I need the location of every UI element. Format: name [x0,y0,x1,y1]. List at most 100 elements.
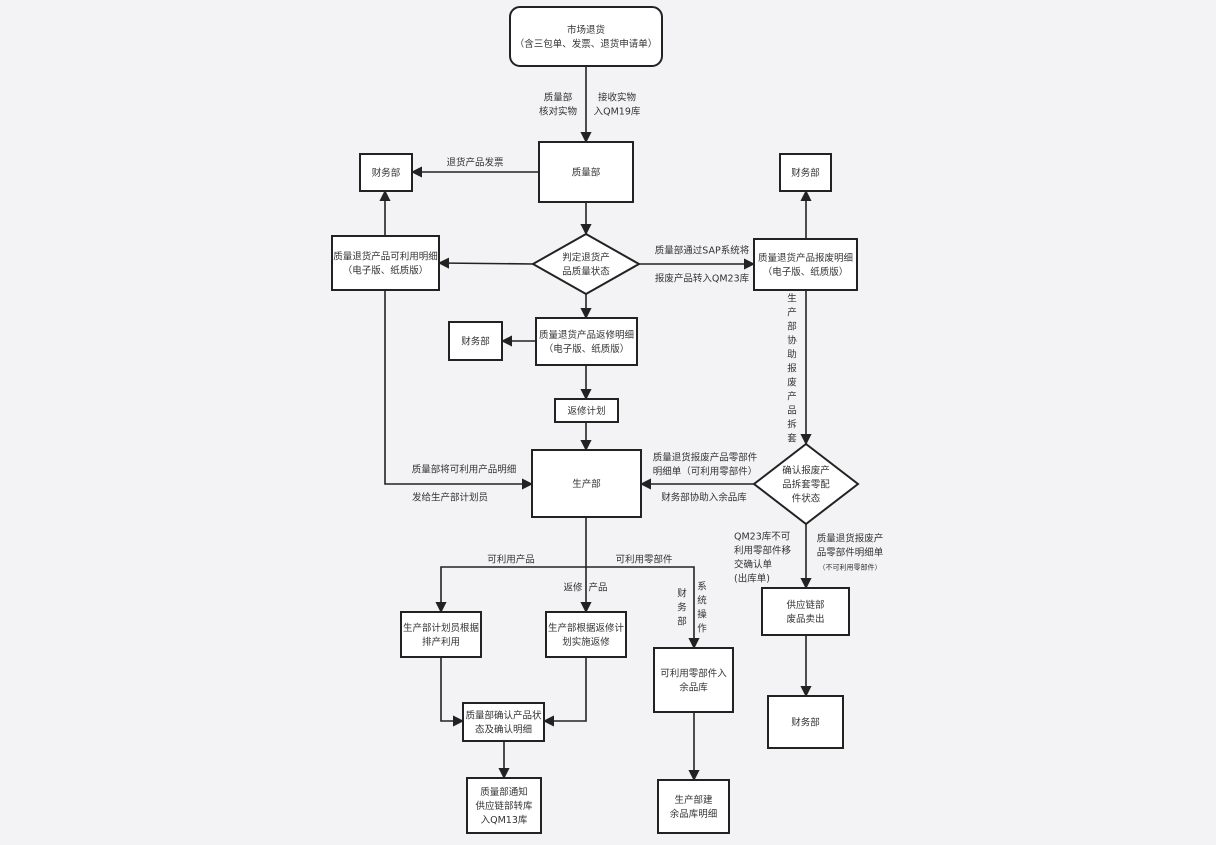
edge-label-text: 可利用零部件 [615,554,673,566]
node-repair-detail[interactable]: 质量退货产品返修明细（电子版、纸质版） [535,317,638,366]
edge-label-text: 拆 [787,419,797,431]
connector-arrow [586,566,700,650]
edge-label-text: 系 [697,582,707,593]
node-text: （电子版、纸质版） [343,265,429,277]
edge-label-text: 废 [787,377,797,389]
edge-label-text: 入QM19库 [594,106,641,118]
process-shape [359,153,413,192]
edge-label-send-planner-2: 发给生产部计划员 [412,492,488,504]
process-shape [400,611,482,658]
node-usable-detail[interactable]: 质量退货产品可利用明细 （电子版、纸质版） [331,235,440,291]
node-text: 余品库明细 [670,808,718,820]
edge-label-text: 质量部通过SAP系统将 [655,245,750,257]
edge-label-usable-product: 可利用产品 [487,554,535,566]
node-text: 余品库 [679,682,708,694]
edge-label-parts-list-2: 财务部协助入余品库 [661,492,747,504]
node-text: 可利用零部件入 [660,668,727,680]
node-finance-tr[interactable]: 财务部 [779,153,832,192]
edge-label-text: 发给生产部计划员 [412,492,488,504]
edge-label-text: 报废产品转入QM23库 [655,273,750,285]
edge-label-text: 利用零部件移 [734,545,792,557]
edge-label-sap-2: 报废产品转入QM23库 [655,273,750,285]
node-text: 财务部 [461,336,490,348]
process-shape [779,153,832,192]
node-text: 品拆套零配 [782,479,830,491]
process-shape [509,6,663,67]
node-text: 判定退货产 [562,252,610,264]
node-text: 入QM13库 [481,814,528,826]
node-text: 排产利用 [422,636,460,648]
process-shape [753,238,858,291]
node-text: 质量退货产品返修明细 [539,329,634,341]
edge-label-text: 质量部将可利用产品明细 [412,464,517,476]
node-text: 财务部 [372,167,401,179]
node-text: 划实施返修 [562,636,610,648]
edge-label-text: QM23库不可 [734,531,790,543]
node-quality[interactable]: 质量部 [538,141,634,203]
edge-label-text: 明细单（可利用零部件） [653,466,758,478]
node-text: 生产部计划员根据 [403,622,480,634]
edge-label-text: 报 [787,363,797,375]
node-scrap-detail[interactable]: 质量退货产品报废明细（电子版、纸质版） [753,238,858,291]
node-text: 返修计划 [567,405,605,417]
process-shape [657,779,730,834]
node-finance-mid[interactable]: 财务部 [448,321,503,361]
node-production[interactable]: 生产部 [531,449,642,518]
node-text: 质量退货产品可利用明细 [333,251,438,263]
process-shape [531,449,642,518]
edge-label-sap-1: 质量部通过SAP系统将 [655,245,750,257]
edge-label-product: 产品 [588,582,607,594]
node-text: （含三包单、发票、退货申请单） [515,38,658,50]
decision-shape [752,442,860,526]
edge-label-text: 产 [787,391,797,403]
edge-label-text: 作 [697,623,707,635]
edge-label-text: 协 [787,335,797,347]
node-repair-plan[interactable]: 返修计划 [554,398,619,423]
connector-arrow [437,257,534,269]
node-text: 件状态 [792,493,821,505]
edge-label-text: 助 [787,349,797,361]
process-shape [653,647,734,713]
edge-label-usable-parts: 可利用零部件 [615,554,673,566]
node-text: 供应链部转库 [475,800,533,812]
node-text: 质量部通知 [480,786,528,798]
edge-label-text: 可利用产品 [487,554,535,566]
edge-label-text: 财 [677,588,687,600]
edge-label-text: 套 [787,433,797,445]
process-shape [331,235,440,291]
edge-label-text: 质量部 [544,92,573,104]
connector-arrow [435,566,586,614]
edge-label-finance-vert: 财务部 [677,588,687,628]
node-text: 废品卖出 [786,613,824,625]
process-shape [538,141,634,203]
process-shape [767,695,844,749]
edge-label-text: 质量退货报废产品零部件 [653,452,758,464]
edge-label-repair: 返修 [563,582,583,594]
node-finance-br[interactable]: 财务部 [767,695,844,749]
node-start[interactable]: 市场退货（含三包单、发票、退货申请单） [509,6,663,67]
node-text: 态及确认明细 [475,724,532,736]
process-shape [761,587,850,636]
edge-label-text: (出库单) [734,573,770,585]
edge-label-text: 统 [697,595,707,607]
node-text: 生产部建 [674,794,713,806]
node-text: 质量退货产品报废明细 [758,252,853,264]
connector-arrow [542,657,587,727]
edge-label-text: 操 [697,609,707,621]
node-text: 品质量状态 [562,266,610,278]
node-finance-tl[interactable]: 财务部 [359,153,413,192]
process-shape [554,398,619,423]
connector-arrow [384,290,534,490]
